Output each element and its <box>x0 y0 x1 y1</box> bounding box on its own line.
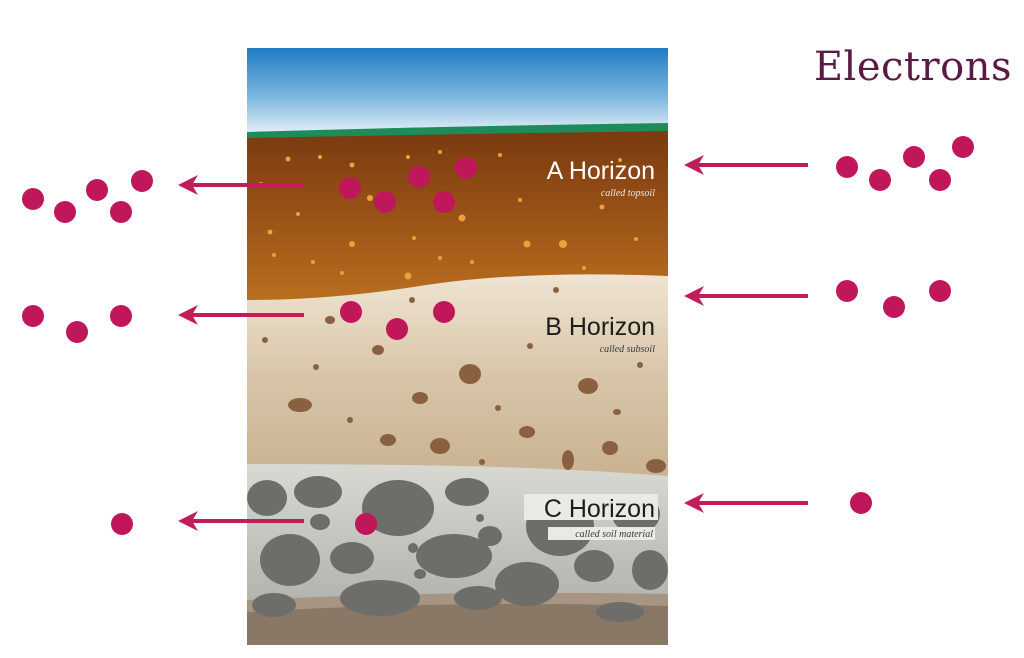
horizon-a-inside-electron-5 <box>455 157 477 179</box>
horizon-b-arrow-out <box>178 305 304 325</box>
grass-line <box>247 123 668 140</box>
horizon-a-arrow-out <box>178 175 304 195</box>
horizon-c-arrow-out-head <box>178 511 198 531</box>
soil-column <box>247 48 668 645</box>
horizon-a-outgoing-electron-1 <box>22 188 44 210</box>
horizon-a-incoming-electron-1 <box>836 156 858 178</box>
horizon-a-label: A Horizon <box>547 157 655 185</box>
horizon-a-inside-electron-1 <box>339 177 361 199</box>
horizon-a-arrow-out-head <box>178 175 198 195</box>
horizon-b-arrow-in <box>684 286 808 306</box>
horizon-a-outgoing-electron-2 <box>54 201 76 223</box>
horizon-b-layer <box>247 274 668 478</box>
horizon-c-arrow-out <box>178 511 304 531</box>
horizon-b-label: B Horizon <box>545 313 655 341</box>
horizon-a-inside-electron-2 <box>374 191 396 213</box>
horizon-a-subtitle: called topsoil <box>601 188 655 199</box>
horizon-a-outgoing-electron-3 <box>86 179 108 201</box>
horizon-b-incoming-electron-3 <box>929 280 951 302</box>
horizon-b-outgoing-electron-1 <box>22 305 44 327</box>
horizon-c-inside-electron-1 <box>355 513 377 535</box>
bedrock-band <box>247 602 668 645</box>
horizon-b-incoming-electron-2 <box>883 296 905 318</box>
horizon-a-incoming-electron-2 <box>869 169 891 191</box>
topsoil-particles <box>259 150 638 280</box>
horizon-c-label: C Horizon <box>544 495 655 523</box>
horizon-c-outgoing-electron-1 <box>111 513 133 535</box>
horizon-b-subtitle: called subsoil <box>600 344 655 355</box>
horizon-b-outgoing-electron-2 <box>66 321 88 343</box>
diagram-title: Electrons <box>813 44 1012 90</box>
horizon-a-outgoing-electron-4 <box>110 201 132 223</box>
electrons <box>22 136 974 535</box>
arrows <box>178 155 808 531</box>
horizon-a-inside-electron-4 <box>433 191 455 213</box>
horizon-b-arrow-out-head <box>178 305 198 325</box>
horizon-c-arrow-in-head <box>684 493 704 513</box>
horizon-c-subtitle-bg <box>548 527 655 540</box>
horizon-c-arrow-in <box>684 493 808 513</box>
horizon-a-arrow-in-head <box>684 155 704 175</box>
horizon-b-inside-electron-1 <box>340 301 362 323</box>
horizon-a-inside-electron-3 <box>408 166 430 188</box>
sky <box>247 48 668 138</box>
horizon-b-outgoing-electron-3 <box>110 305 132 327</box>
horizon-c-label-bg <box>524 494 658 520</box>
horizon-c-incoming-electron-1 <box>850 492 872 514</box>
horizon-a-arrow-in <box>684 155 808 175</box>
horizon-b-arrow-in-head <box>684 286 704 306</box>
horizon-labels: A Horizon called topsoil B Horizon calle… <box>524 157 658 540</box>
subsoil-pebbles <box>262 287 666 473</box>
horizon-b-inside-electron-2 <box>386 318 408 340</box>
horizon-b-incoming-electron-1 <box>836 280 858 302</box>
horizon-a-layer <box>247 131 668 302</box>
horizon-a-incoming-electron-3 <box>903 146 925 168</box>
horizon-a-incoming-electron-4 <box>929 169 951 191</box>
horizon-a-outgoing-electron-5 <box>131 170 153 192</box>
horizon-c-subtitle: called soil material <box>575 529 653 540</box>
horizon-b-inside-electron-3 <box>433 301 455 323</box>
horizon-a-incoming-electron-5 <box>952 136 974 158</box>
